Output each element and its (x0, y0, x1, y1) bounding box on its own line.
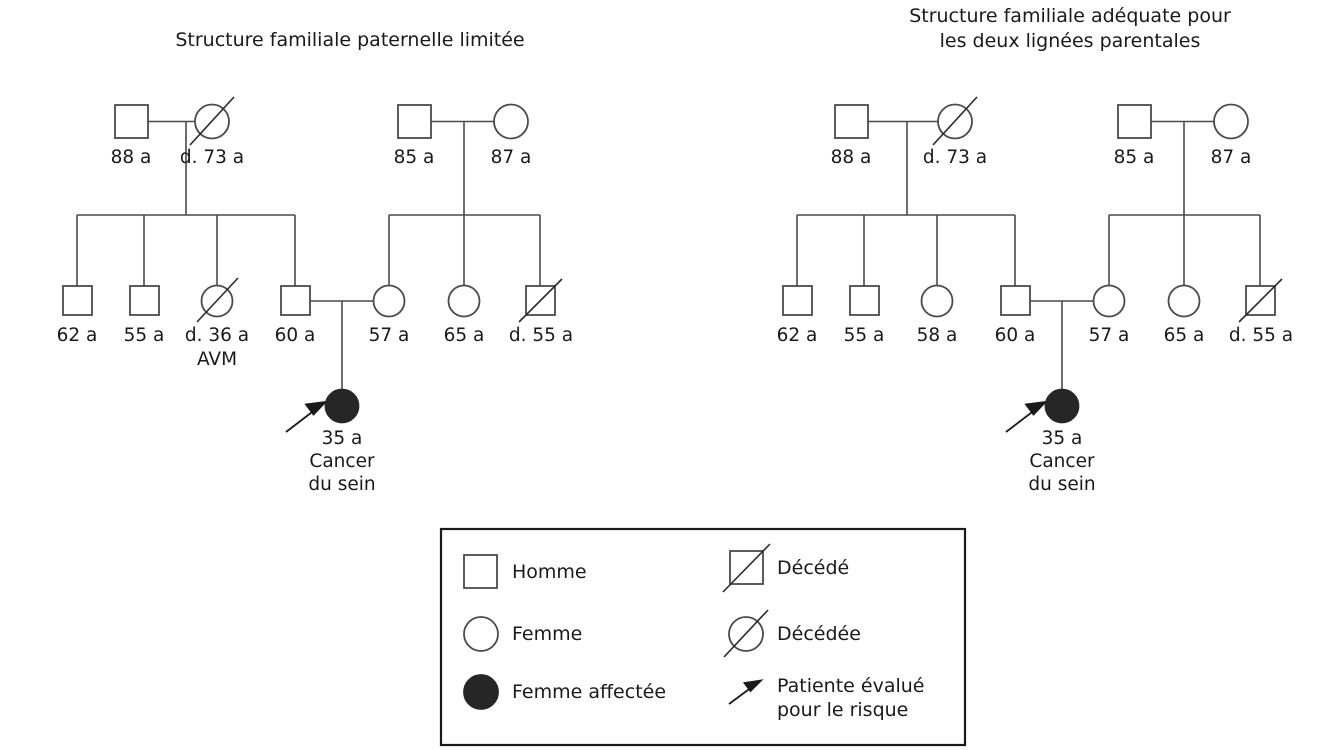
legend-panel (439, 527, 967, 747)
label-gen2-male-60a: 60 a (274, 325, 316, 346)
label-gen1-male-85a: 85 a (393, 147, 435, 168)
label-gen2-female-57a: 57 a (1088, 325, 1130, 346)
pedigree-left (62, 96, 563, 433)
symbol-male-62a (62, 285, 93, 316)
pedigree-right (782, 96, 1283, 433)
legend-square-icon (463, 554, 498, 589)
symbol-male-60a (1000, 285, 1031, 316)
symbol-male-88a (834, 104, 869, 139)
proband-family-line (1030, 300, 1093, 390)
symbol-female-57a (1092, 284, 1126, 318)
gen1-couple-a (834, 96, 978, 215)
label-gen2-male-55a: 55 a (843, 325, 885, 346)
legend-circle-icon (463, 616, 499, 652)
symbol-female-58a (920, 284, 954, 318)
symbol-female-65a (1167, 284, 1201, 318)
label-gen2-male-60a: 60 a (994, 325, 1036, 346)
symbol-male-85a (397, 104, 432, 139)
sibship-bar-a (76, 214, 296, 286)
symbol-male-85a (1117, 104, 1152, 139)
label-gen1-female-73a: d. 73 a (179, 147, 245, 168)
label-gen2-female-57a: 57 a (368, 325, 410, 346)
label-gen2-female-58a: 58 a (916, 325, 958, 346)
label-gen2-male-d55a: d. 55 a (508, 325, 574, 346)
legend-label-femme-affectee: Femme affectée (512, 681, 667, 703)
symbol-female-57a (372, 284, 406, 318)
label-gen2-male-62a: 62 a (56, 325, 98, 346)
legend-label-patiente-evaluee: Patiente évalué pour le risque (777, 675, 925, 721)
label-proband: 35 a Cancer du sein (1028, 428, 1096, 495)
deceased-slash-icon (196, 277, 239, 323)
legend-label-homme: Homme (512, 561, 587, 583)
deceased-slash-icon (189, 96, 235, 146)
symbol-proband-affected-female (1044, 388, 1080, 424)
deceased-slash-icon (1238, 278, 1283, 323)
symbol-female-87a (1213, 103, 1249, 140)
label-gen1-male-88a: 88 a (110, 147, 152, 168)
label-gen1-female-73a: d. 73 a (922, 147, 988, 168)
deceased-slash-icon (932, 96, 978, 146)
label-gen2-female-65a: 65 a (1163, 325, 1205, 346)
legend-label-decede: Décédé (777, 557, 850, 579)
sibship-bar-b (1108, 214, 1261, 286)
label-proband: 35 a Cancer du sein (308, 428, 376, 495)
legend-label-femme: Femme (512, 623, 583, 645)
label-gen2-female-36a-note: AVM (196, 349, 238, 370)
sibship-bar-a (796, 214, 1016, 286)
pedigree-right-title: Structure familiale adéquate pour les de… (909, 5, 1231, 52)
label-gen1-female-87a: 87 a (1210, 147, 1252, 168)
legend-circle-slash (723, 609, 769, 658)
symbol-male-60a (280, 285, 311, 316)
symbol-male-55a (849, 285, 880, 316)
gen1-couple-b (1117, 103, 1249, 215)
label-gen2-female-65a: 65 a (443, 325, 485, 346)
label-gen2-female-36a: d. 36 a (184, 325, 250, 346)
label-gen2-male-55a: 55 a (123, 325, 165, 346)
label-gen1-female-87a: 87 a (490, 147, 532, 168)
gen1-couple-b (397, 103, 529, 215)
label-gen1-male-88a: 88 a (830, 147, 872, 168)
legend-label-decedee: Décédée (777, 623, 861, 645)
symbol-female-87a (493, 103, 529, 140)
deceased-slash-icon (518, 278, 563, 323)
proband-family-line (310, 300, 373, 390)
proband-arrow-icon (1005, 400, 1048, 433)
legend-filled-circle-icon (463, 674, 499, 710)
label-gen2-male-62a: 62 a (776, 325, 818, 346)
proband-arrow-icon (285, 400, 328, 433)
label-gen2-male-d55a: d. 55 a (1228, 325, 1294, 346)
legend-border (439, 527, 967, 747)
sibship-bar-b (388, 214, 541, 286)
legend-square-slash (722, 543, 771, 593)
legend-arrow-icon (728, 679, 764, 705)
gen1-couple-a (114, 96, 235, 215)
symbol-proband-affected-female (324, 388, 360, 424)
symbol-female-65a (447, 284, 481, 318)
symbol-male-55a (129, 285, 160, 316)
pedigree-left-title: Structure familiale paternelle limitée (175, 29, 525, 51)
label-gen1-male-85a: 85 a (1113, 147, 1155, 168)
symbol-male-88a (114, 104, 149, 139)
symbol-male-62a (782, 285, 813, 316)
